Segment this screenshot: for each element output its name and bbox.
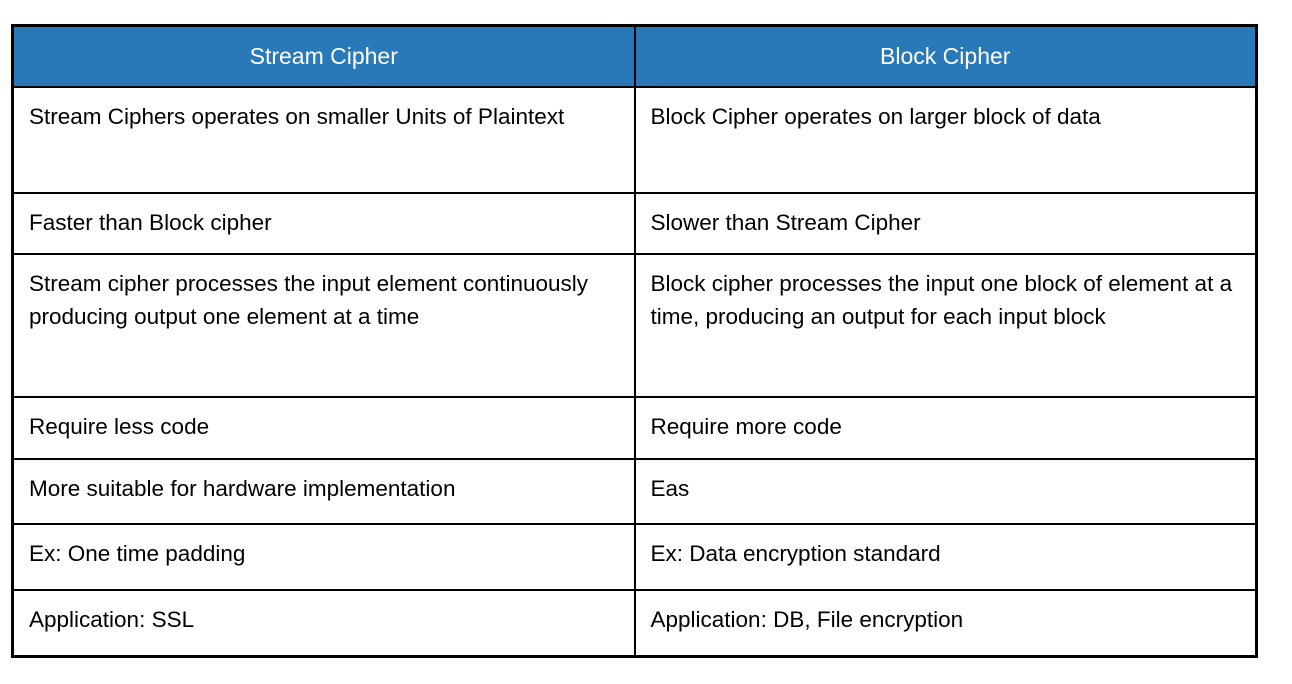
table-cell-block: Slower than Stream Cipher [633, 191, 1258, 255]
table-cell-block: Ex: Data encryption standard [633, 522, 1258, 591]
cipher-comparison-table-container: Stream Cipher Block Cipher Stream Cipher… [11, 24, 1258, 658]
table-row: Faster than Block cipher Slower than Str… [11, 191, 1258, 255]
table-cell-stream: Stream cipher processes the input elemen… [11, 252, 636, 398]
column-header-block-cipher: Block Cipher [633, 24, 1258, 88]
table-cell-stream: Application: SSL [11, 588, 636, 658]
table-row: Stream Ciphers operates on smaller Units… [11, 85, 1258, 194]
table-row: Stream cipher processes the input elemen… [11, 252, 1258, 398]
table-cell-stream: More suitable for hardware implementatio… [11, 457, 636, 525]
cipher-comparison-table: Stream Cipher Block Cipher Stream Cipher… [11, 24, 1258, 658]
table-cell-stream: Stream Ciphers operates on smaller Units… [11, 85, 636, 194]
table-cell-stream: Ex: One time padding [11, 522, 636, 591]
table-cell-block: Block cipher processes the input one blo… [633, 252, 1258, 398]
table-cell-stream: Faster than Block cipher [11, 191, 636, 255]
table-row: Ex: One time padding Ex: Data encryption… [11, 522, 1258, 591]
table-row: Require less code Require more code [11, 395, 1258, 460]
table-cell-block: Eas [633, 457, 1258, 525]
table-cell-stream: Require less code [11, 395, 636, 460]
table-cell-block: Block Cipher operates on larger block of… [633, 85, 1258, 194]
table-cell-block: Require more code [633, 395, 1258, 460]
table-cell-block: Application: DB, File encryption [633, 588, 1258, 658]
table-row: Application: SSL Application: DB, File e… [11, 588, 1258, 658]
table-header-row: Stream Cipher Block Cipher [11, 24, 1258, 88]
column-header-stream-cipher: Stream Cipher [11, 24, 636, 88]
table-row: More suitable for hardware implementatio… [11, 457, 1258, 525]
